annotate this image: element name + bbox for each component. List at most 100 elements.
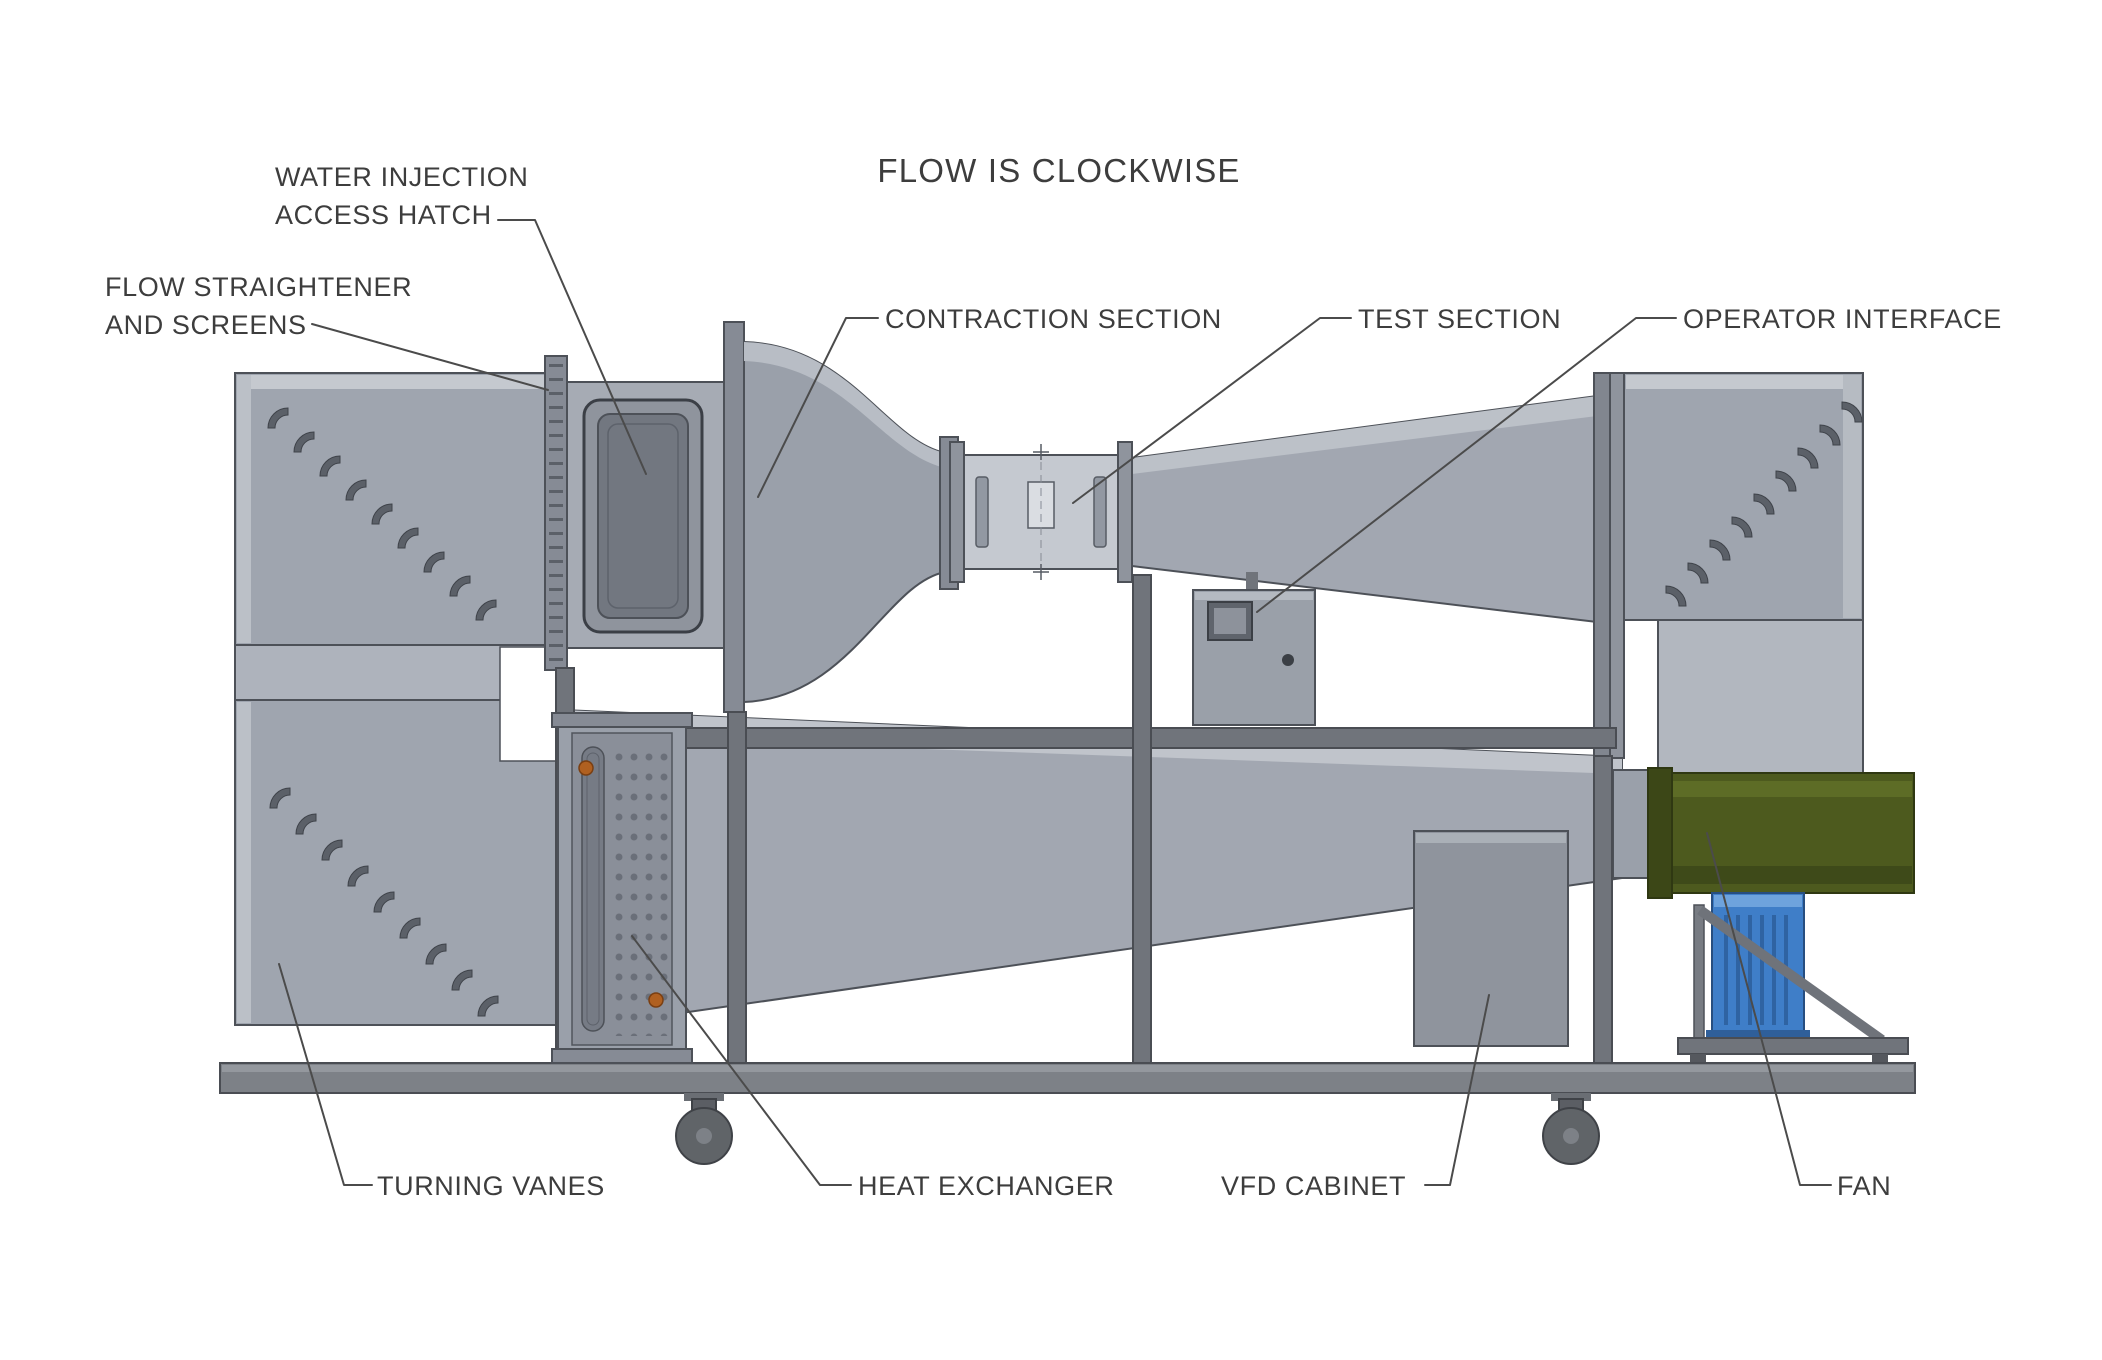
heat-exchanger-handle-top: [578, 760, 594, 776]
fan-foot-right: [1872, 1054, 1888, 1064]
fan-leader: [1706, 832, 1832, 1186]
fan-assembly: [1612, 767, 1915, 1064]
label-line: CONTRACTION SECTION: [885, 304, 1222, 334]
caster-hub: [1563, 1128, 1579, 1144]
label-line: ACCESS HATCH: [275, 200, 492, 230]
base-rail-highlight: [222, 1065, 1913, 1072]
fan-foot-left: [1690, 1054, 1706, 1064]
fan-inlet-transition: [1657, 619, 1864, 774]
vfd-cabinet-box: [1413, 830, 1569, 1047]
base-rail: [219, 1062, 1916, 1094]
frame-post-2: [727, 711, 747, 1066]
turning-vanes-leader: [278, 963, 373, 1186]
test-section-port-left: [975, 476, 989, 548]
heat-exchanger-bottom-bar: [551, 1048, 693, 1064]
label-flow-straightener-and-screens: FLOW STRAIGHTENER AND SCREENS: [105, 268, 412, 344]
right-corner-duct: [1623, 372, 1864, 621]
left-lower-duct-side-highlight: [237, 702, 251, 1023]
leader-lines: [278, 219, 1832, 1186]
diffuser-highlight: [1132, 396, 1597, 474]
label-water-injection-access-hatch: WATER INJECTION ACCESS HATCH: [275, 158, 529, 234]
label-line: TURNING VANES: [377, 1171, 605, 1201]
right-corner: [1593, 372, 1864, 774]
flow-straightener: [544, 355, 568, 671]
label-heat-exchanger: HEAT EXCHANGER: [858, 1167, 1114, 1205]
fan-housing-shadow: [1672, 866, 1912, 884]
contraction-inlet-flange: [723, 321, 745, 713]
access-hatch-inner-line: [607, 423, 679, 609]
label-line: WATER INJECTION: [275, 162, 529, 192]
contraction-section: [723, 321, 959, 713]
test-section-right-flange: [1117, 441, 1133, 583]
label-line: HEAT EXCHANGER: [858, 1171, 1115, 1201]
caster-right: [1542, 1093, 1600, 1165]
label-contraction-section: CONTRACTION SECTION: [885, 300, 1222, 338]
vfd-cabinet-leader: [1424, 994, 1490, 1186]
left-upper-duct-top-highlight: [237, 375, 561, 389]
test-section-left-flange: [949, 441, 965, 583]
test-section-port-right: [1093, 476, 1107, 548]
left-upper-duct-side-highlight: [237, 375, 251, 643]
caster-plate: [1551, 1093, 1591, 1101]
flow-straightener-leader: [311, 323, 549, 391]
label-operator-interface: OPERATOR INTERFACE: [1683, 300, 2002, 338]
fan-motor-top-band: [1714, 895, 1802, 907]
contraction-highlight: [744, 342, 945, 468]
fan-motor-fins: [1724, 915, 1788, 1025]
water-injection-leader: [497, 219, 647, 475]
label-turning-vanes: TURNING VANES: [377, 1167, 605, 1205]
label-test-section: TEST SECTION: [1358, 300, 1561, 338]
heat-exchanger-hole-grid: [612, 748, 672, 1036]
access-hatch-window: [597, 413, 689, 619]
vfd-cabinet-top-highlight: [1416, 833, 1566, 843]
caster-plate: [684, 1093, 724, 1101]
label-vfd-cabinet: VFD CABINET: [1221, 1167, 1406, 1205]
operator-interface-hanger: [1246, 572, 1258, 592]
heat-exchanger-handle-bottom: [648, 992, 664, 1008]
right-corner-side-highlight: [1843, 375, 1861, 618]
right-corner-top-highlight: [1626, 375, 1861, 389]
heat-exchanger-slot: [581, 746, 605, 1032]
operator-interface-leader: [1256, 317, 1677, 613]
label-line: FLOW STRAIGHTENER: [105, 272, 413, 302]
label-fan: FAN: [1837, 1167, 1891, 1205]
label-line: FAN: [1837, 1171, 1892, 1201]
right-corner-flange-2: [1609, 372, 1625, 759]
fan-housing-highlight: [1672, 781, 1912, 797]
frame-post-3: [1132, 574, 1152, 1066]
frame-beam: [555, 727, 1617, 749]
fan-inlet-ring: [1647, 767, 1673, 899]
interface-screen-inner: [1214, 608, 1246, 634]
operator-interface: [1192, 572, 1316, 726]
frame-post-4: [1593, 755, 1613, 1066]
caster-left: [675, 1093, 733, 1165]
left-corner-ducts: [234, 372, 564, 1026]
fan-base-bar: [1677, 1037, 1909, 1055]
label-line: VFD CABINET: [1221, 1171, 1407, 1201]
heat-exchanger-leader: [631, 935, 852, 1186]
label-line: TEST SECTION: [1358, 304, 1562, 334]
settling-chamber: [566, 381, 725, 649]
test-section-leader: [1072, 317, 1352, 504]
interface-button: [1282, 654, 1294, 666]
fan-bracket-vertical: [1693, 904, 1705, 1044]
test-section-center-marks: [1033, 444, 1049, 580]
right-corner-flange-1: [1593, 372, 1611, 759]
vfd-cabinet: [1413, 830, 1569, 1047]
caster-hub: [696, 1128, 712, 1144]
heat-exchanger-slot-inner: [586, 752, 600, 1026]
diffuser: [1131, 394, 1598, 624]
fan-bracket-diagonal: [1697, 905, 1885, 1045]
heat-exchanger: [551, 712, 693, 1064]
label-line: OPERATOR INTERFACE: [1683, 304, 2002, 334]
diagram-title: FLOW IS CLOCKWISE: [877, 152, 1241, 189]
test-section: [949, 441, 1133, 583]
label-line: AND SCREENS: [105, 310, 307, 340]
fan-outlet-transition: [1612, 769, 1652, 879]
flow-straightener-flange: [544, 355, 568, 671]
heat-exchanger-top-bar: [551, 712, 693, 728]
operator-interface-box: [1192, 589, 1316, 726]
contraction-leader: [757, 317, 879, 498]
